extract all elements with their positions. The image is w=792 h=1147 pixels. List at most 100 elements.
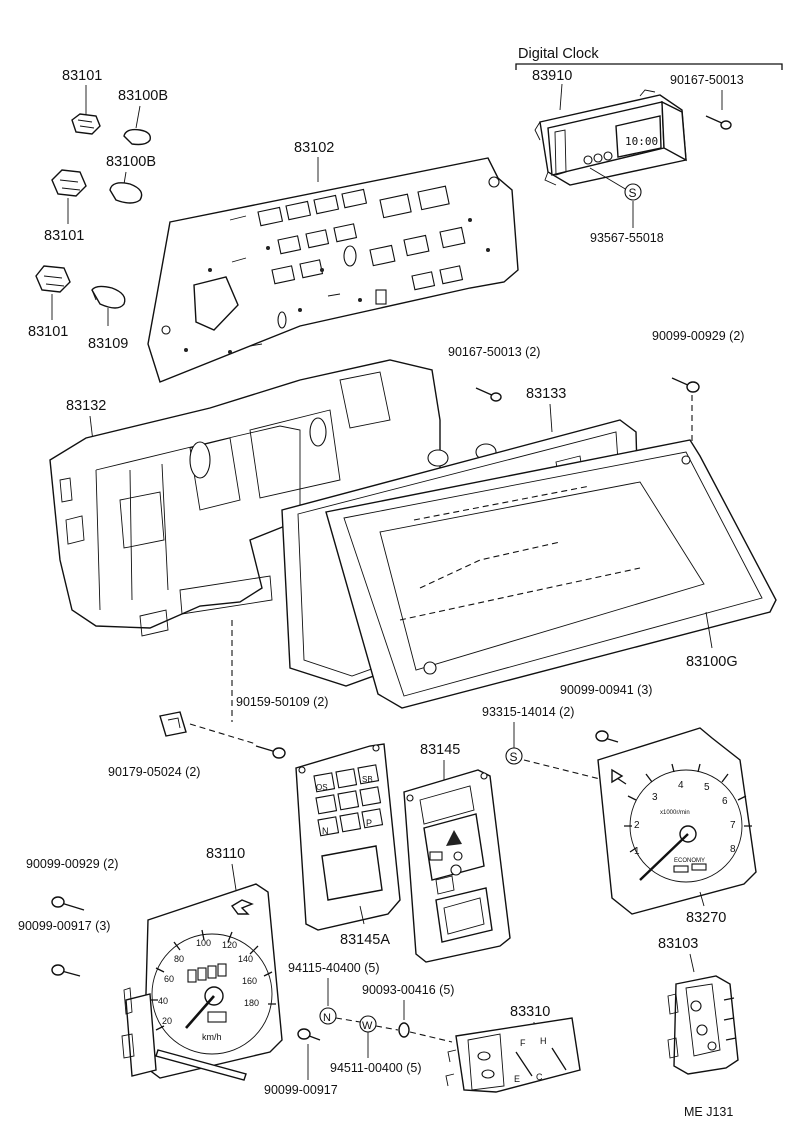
clip-90179 (159, 711, 187, 737)
label-94511: 94511-00400 (5) (330, 1061, 422, 1075)
leader-83110 (231, 863, 237, 891)
warning-panel-83145 (403, 769, 511, 963)
leader-83270 (699, 891, 705, 907)
gauge-fuel-full: F (520, 1038, 526, 1048)
indicator-p: P (366, 818, 372, 828)
label-83101-a: 83101 (62, 68, 102, 84)
screw-90099-00941 (595, 730, 619, 743)
leader-83100B-b (123, 171, 127, 185)
label-83103: 83103 (658, 936, 698, 952)
dash-nut-washer (335, 1017, 361, 1023)
speedometer-83110: 20 40 60 80 100 120 140 160 180 km/h (121, 883, 283, 1081)
label-94115: 94115-40400 (5) (288, 961, 380, 975)
speed-140: 140 (238, 954, 253, 964)
leader-clock-s (589, 167, 628, 191)
dash-washer-gauge (375, 1025, 453, 1043)
tach-1: 1 (634, 846, 640, 857)
leader-83100G (705, 611, 713, 649)
tach-4: 4 (678, 780, 684, 791)
label-90099-00917: 90099-00917 (264, 1083, 338, 1097)
indicator-panel-83145A: OS SB N P (295, 743, 401, 931)
screw-90099-00917 (297, 1028, 321, 1041)
bulb-83100B-a (123, 128, 151, 146)
label-90099-00929-top: 90099-00929 (2) (652, 329, 744, 343)
label-90099-00917-3: 90099-00917 (3) (18, 919, 110, 933)
clock-display-time: 10:00 (625, 135, 658, 148)
label-90179: 90179-05024 (2) (108, 765, 200, 779)
tach-2: 2 (634, 820, 640, 831)
label-83110: 83110 (206, 846, 245, 862)
tachometer-83270: 1 2 3 4 5 6 7 8 x1000r/min ECONOMY (597, 727, 757, 915)
label-83109: 83109 (88, 336, 128, 352)
hood-83100G (325, 439, 777, 709)
leader-83133 (549, 403, 553, 433)
speed-180: 180 (244, 998, 259, 1008)
tach-7: 7 (730, 820, 736, 831)
tach-unit: x1000r/min (660, 810, 690, 816)
label-83132: 83132 (66, 398, 106, 414)
indicator-os: OS (316, 783, 328, 792)
grommet-90093 (398, 1022, 410, 1038)
label-90167-2: 90167-50013 (2) (448, 345, 540, 359)
leader-83103 (689, 953, 695, 973)
label-83100B-a: 83100B (118, 88, 168, 104)
speed-20: 20 (162, 1016, 172, 1026)
speed-unit: km/h (202, 1032, 222, 1042)
label-93567: 93567-55018 (590, 231, 664, 245)
s-mark-clock (624, 183, 642, 201)
s-mark-screw-text: S (510, 750, 518, 764)
bulb-83109 (91, 285, 126, 309)
label-90099-00941: 90099-00941 (3) (560, 683, 652, 697)
label-83133: 83133 (526, 386, 566, 402)
label-90093: 90093-00416 (5) (362, 983, 454, 997)
screw-90099-00929-top (671, 377, 700, 393)
speed-80: 80 (174, 954, 184, 964)
screw-90099-00929-left (51, 896, 85, 911)
speed-120: 120 (222, 940, 237, 950)
label-83145A: 83145A (340, 932, 390, 948)
leader-83910 (559, 83, 563, 111)
label-93315: 93315-14014 (2) (482, 705, 574, 719)
s-mark-clock-text: S (629, 186, 637, 200)
dash-s-tacho (523, 759, 605, 781)
gauge-fuel-empty: E (514, 1074, 520, 1084)
bulb-socket-83101-a (71, 113, 101, 135)
tach-5: 5 (704, 782, 710, 793)
n-mark-nut-text: N (323, 1012, 331, 1024)
label-83101-b: 83101 (44, 228, 84, 244)
clock-bracket (515, 63, 783, 70)
speed-100: 100 (196, 938, 211, 948)
leader-83145A (359, 905, 365, 925)
screw-90099-00917-3 (51, 964, 81, 977)
speed-160: 160 (242, 976, 257, 986)
tach-6: 6 (722, 796, 728, 807)
label-90159: 90159-50109 (2) (236, 695, 328, 709)
dash-clip (189, 723, 257, 745)
label-83100B-b: 83100B (106, 154, 156, 170)
w-mark-washer-text: W (362, 1020, 373, 1032)
label-83102: 83102 (294, 140, 334, 156)
n-mark-nut (319, 1007, 337, 1025)
footer-code: ME J131 (684, 1105, 733, 1119)
case-83132 (49, 359, 497, 637)
bulb-83100B-b (109, 182, 143, 204)
fuel-temp-gauge-83310: F E H C (445, 1017, 581, 1093)
tach-3: 3 (652, 792, 658, 803)
gauge-temp-cold: C (536, 1072, 543, 1082)
bulb-socket-83101-b (51, 169, 87, 197)
indicator-n: N (322, 826, 329, 836)
tach-8: 8 (730, 844, 736, 855)
connector-83103 (667, 975, 739, 1075)
leader-83100B-a (135, 105, 141, 129)
screw-90159 (255, 745, 286, 759)
bulb-socket-83101-c (35, 265, 71, 293)
tach-economy-badge: ECONOMY (674, 858, 705, 864)
label-83145: 83145 (420, 742, 460, 758)
label-83270: 83270 (686, 910, 726, 926)
label-83310: 83310 (510, 1004, 550, 1020)
digital-clock-unit: 10:00 (534, 89, 687, 186)
s-mark-screw (505, 747, 523, 765)
indicator-sb: SB (362, 775, 373, 784)
